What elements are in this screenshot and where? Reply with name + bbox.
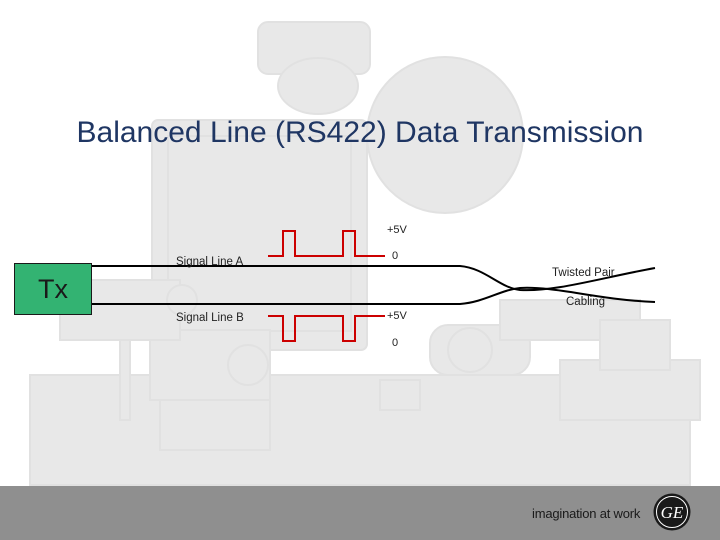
footer-tagline: imagination at work	[532, 506, 641, 521]
twisted-pair-label: Twisted Pair	[552, 267, 615, 279]
footer-bar	[0, 486, 720, 540]
transmitter-label: Tx	[38, 273, 68, 304]
transmitter-box: Tx	[14, 263, 92, 315]
signal-line-a	[92, 265, 656, 292]
signal-line-b-label: Signal Line B	[176, 312, 244, 324]
background-product-photo	[29, 21, 701, 486]
signal-line-a-label: Signal Line A	[176, 256, 244, 268]
ge-logo-text: GE	[661, 503, 684, 522]
level-a-high-label: +5V	[387, 224, 407, 236]
waveform-b	[268, 315, 385, 342]
transmission-diagram	[92, 230, 656, 342]
cabling-label: Cabling	[566, 296, 605, 308]
ge-logo-icon: GE	[653, 493, 691, 531]
level-b-low-label: 0	[392, 337, 399, 349]
waveform-a	[268, 230, 385, 257]
slide-title: Balanced Line (RS422) Data Transmission	[76, 116, 644, 149]
signal-line-b	[92, 286, 656, 305]
level-a-low-label: 0	[392, 250, 399, 262]
level-b-high-label: +5V	[387, 310, 407, 322]
